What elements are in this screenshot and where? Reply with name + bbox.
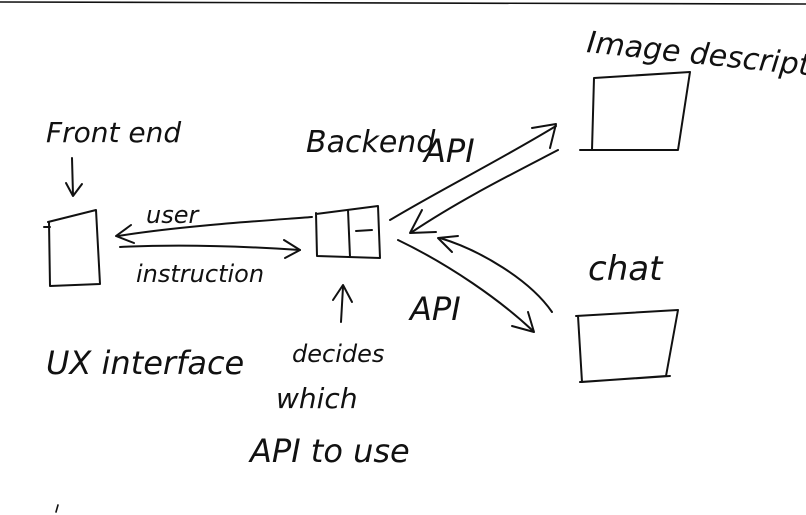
frontend-label: Front end (46, 116, 181, 149)
instruction-arrow-to-backend (119, 239, 301, 259)
decides-label: decides (292, 340, 384, 368)
frontend-box (43, 209, 101, 287)
image-to-backend-arrow (409, 149, 559, 234)
chat-to-backend-arrow (437, 235, 553, 313)
chat-box (575, 309, 679, 383)
image-description-label: Image description (585, 25, 806, 88)
backend-to-chat-arrow (397, 239, 535, 333)
api-bottom-label: API (408, 290, 461, 328)
decides-up-arrow-icon (332, 284, 353, 323)
stray-mark (55, 504, 59, 513)
user-label: user (146, 201, 200, 229)
instruction-label: instruction (136, 260, 264, 288)
user-arrow-to-frontend (115, 216, 313, 244)
frontend-down-arrow-icon (65, 157, 83, 197)
backend-to-image-arrow (389, 123, 557, 221)
top-border-line (0, 1, 806, 5)
backend-box (315, 205, 381, 259)
api-to-use-label: API to use (248, 432, 410, 470)
backend-label: Backend (306, 125, 436, 160)
image-description-box (579, 71, 691, 151)
which-label: which (276, 382, 358, 415)
ux-interface-label: UX interface (46, 344, 244, 382)
api-top-label: API (422, 132, 475, 170)
chat-label: chat (588, 249, 664, 289)
